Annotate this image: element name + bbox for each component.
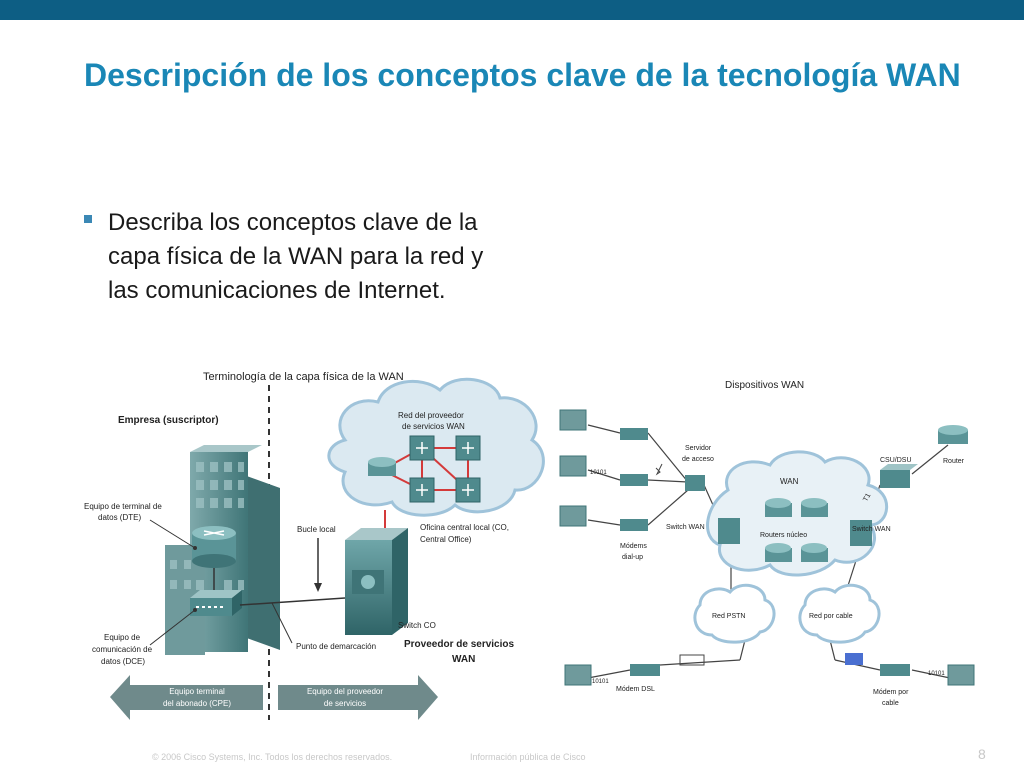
modem-icon: [880, 664, 910, 676]
bits-label-left: 10101: [592, 679, 609, 685]
access-server-label: Servidor: [685, 445, 712, 452]
bullet-text: Describa los conceptos clave de la capa …: [108, 209, 484, 304]
dte-label-2: datos (DTE): [98, 513, 141, 522]
cpe-label: Equipo terminal: [169, 687, 225, 696]
provider-label-2: WAN: [452, 654, 475, 665]
switch-co-label: Switch CO: [398, 621, 436, 630]
provider-equipment-label-2: de servicios: [324, 699, 366, 708]
enterprise-label: Empresa (suscriptor): [118, 415, 219, 426]
footer-classification: Información pública de Cisco: [470, 752, 586, 762]
router-label: Router: [943, 458, 965, 465]
switch-wan-left-label: Switch WAN: [666, 524, 705, 531]
slide-title: Descripción de los conceptos clave de la…: [84, 57, 961, 93]
switch-wan-right-label: Switch WAN: [852, 526, 891, 533]
modem-cable-label-2: cable: [882, 700, 899, 707]
red-cable-label: Red por cable: [809, 613, 853, 620]
cpe-arrow: [110, 675, 263, 720]
bits-label-top: 10101: [590, 470, 607, 476]
router-icon: [938, 425, 968, 444]
computer-icon: [559, 409, 587, 431]
right-figure-heading: Dispositivos WAN: [725, 380, 804, 391]
local-loop-cable: [239, 597, 346, 606]
square-bullet-icon: [84, 215, 92, 223]
footer-copyright: © 2006 Cisco Systems, Inc. Todos los der…: [152, 752, 393, 762]
modem-icon: [620, 428, 648, 440]
page-number: 8: [978, 746, 986, 762]
central-office-label-2: Central Office): [420, 535, 472, 544]
routers-core-label: Routers núcleo: [760, 532, 807, 539]
switch-icon: [718, 518, 740, 544]
modems-label-2: dial-up: [622, 554, 643, 561]
cloud-icon: [798, 583, 881, 644]
dce-label: Equipo de: [104, 633, 141, 642]
cloud-icon: [693, 583, 776, 644]
cloud-icon: [706, 450, 889, 577]
computer-icon: [564, 664, 592, 686]
bits-label-right: 10101: [928, 671, 945, 677]
modem-icon: [620, 519, 648, 531]
router-icon: [368, 457, 396, 476]
wan-label: WAN: [780, 477, 799, 486]
provider-cloud-label-2: de servicios WAN: [402, 422, 465, 431]
modems-label: Módems: [620, 543, 647, 550]
access-server-icon: [685, 475, 705, 491]
t1-label: T1: [862, 492, 872, 503]
provider-equipment-label: Equipo del proveedor: [307, 687, 383, 696]
top-bar: [0, 0, 1024, 20]
switch-icon: [850, 520, 872, 546]
wan-diagram: Terminología de la capa física de la WAN…: [84, 371, 975, 720]
central-office-icon: [345, 528, 408, 635]
computer-icon: [947, 664, 975, 686]
left-figure-heading: Terminología de la capa física de la WAN: [203, 371, 404, 383]
dce-label-3: datos (DCE): [101, 657, 145, 666]
modem-dsl-label: Módem DSL: [616, 686, 655, 693]
modem-icon: [190, 590, 242, 616]
cable-filter-icon: [845, 653, 863, 665]
demarcation-label: Punto de demarcación: [296, 642, 376, 651]
dte-label: Equipo de terminal de: [84, 502, 162, 511]
modem-icon: [880, 464, 918, 488]
dce-label-2: comunicación de: [92, 645, 153, 654]
modem-icon: [630, 664, 660, 676]
provider-label: Proveedor de servicios: [404, 639, 514, 650]
csu-dsu-label: CSU/DSU: [880, 457, 912, 464]
access-server-label-2: de acceso: [682, 456, 714, 463]
router-icon: [192, 526, 236, 568]
provider-equipment-arrow: [278, 675, 438, 720]
modem-icon: [620, 474, 648, 486]
red-pstn-label: Red PSTN: [712, 613, 745, 620]
computer-icon: [559, 505, 587, 527]
local-loop-label: Bucle local: [297, 525, 336, 534]
central-office-label: Oficina central local (CO,: [420, 523, 509, 532]
modem-cable-label: Módem por: [873, 689, 909, 696]
computer-icon: [559, 455, 587, 477]
cpe-label-2: del abonado (CPE): [163, 699, 231, 708]
provider-cloud-label: Red del proveedor: [398, 411, 464, 420]
